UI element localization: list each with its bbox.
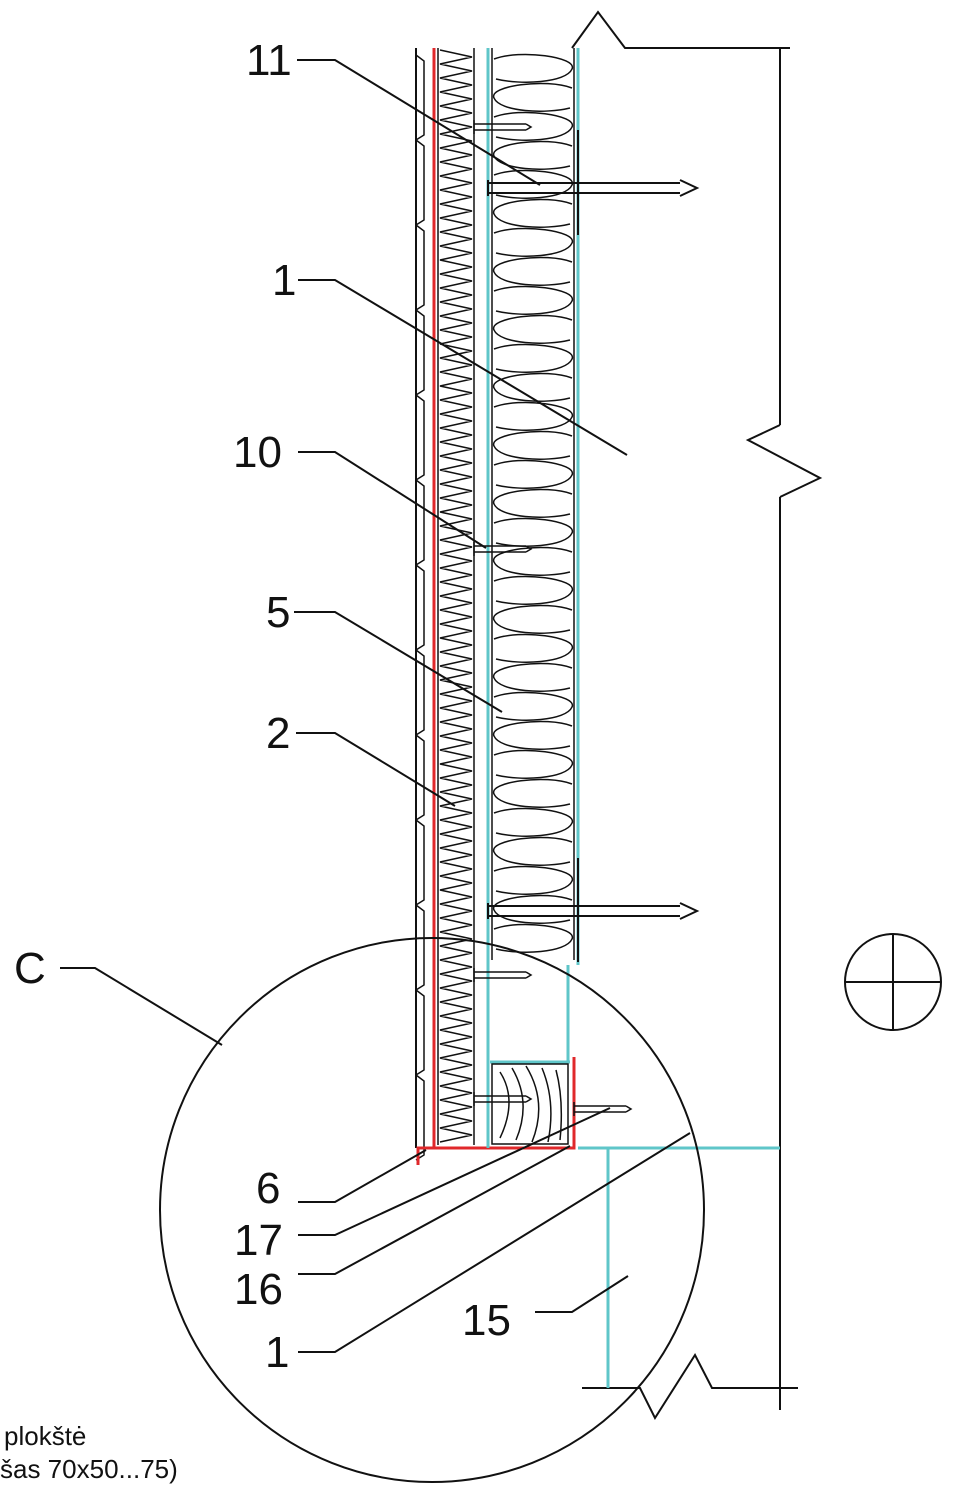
label-1-bottom: 1 <box>265 1328 289 1377</box>
label-6: 6 <box>256 1164 280 1213</box>
footnote-line-1: plokštė <box>4 1421 86 1451</box>
cladding-boards <box>415 48 425 1161</box>
detail-circle-c <box>159 937 705 1483</box>
structure-outline <box>571 10 823 1421</box>
screw-anchor-bottom <box>487 858 700 962</box>
leader-lines <box>60 59 691 1353</box>
label-11: 11 <box>246 36 292 85</box>
label-c: C <box>14 944 46 993</box>
fasteners <box>473 120 700 1116</box>
label-2: 2 <box>266 709 290 758</box>
nails <box>473 120 633 1116</box>
label-5: 5 <box>266 588 290 637</box>
footnote-line-2: šas 70x50...75) <box>0 1454 178 1484</box>
label-16: 16 <box>234 1265 283 1314</box>
label-1-top: 1 <box>272 256 296 305</box>
label-10: 10 <box>233 428 282 477</box>
screw-anchor-top <box>487 130 700 235</box>
mineral-insulation-loops <box>491 48 575 960</box>
wind-insulation-layer <box>437 48 475 1145</box>
label-17: 17 <box>234 1216 283 1265</box>
cladding-board-profile <box>415 54 425 1161</box>
insulation-loop-pattern <box>493 53 573 953</box>
plus-in-circle-icon <box>844 933 942 1031</box>
label-15: 15 <box>462 1296 511 1345</box>
membrane-lines <box>486 48 780 1388</box>
